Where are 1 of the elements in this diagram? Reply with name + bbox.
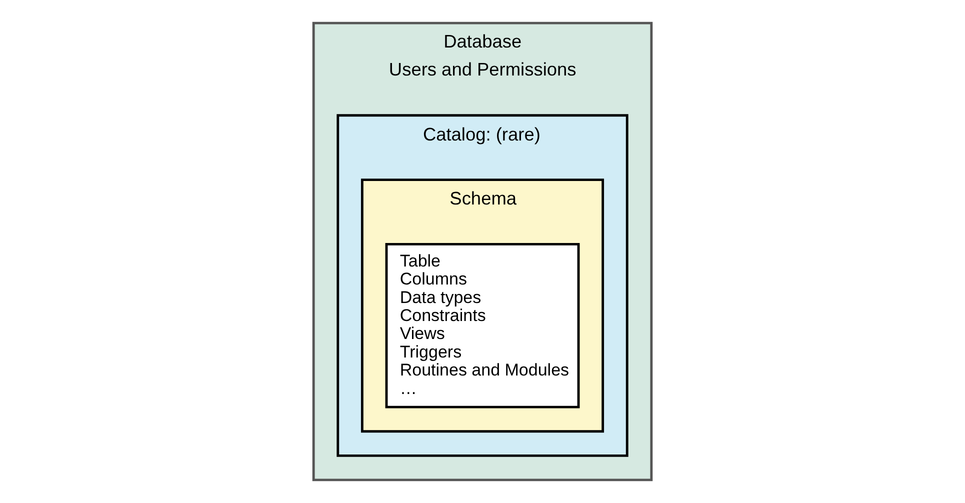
node-box: Table Columns Data types Constraints Views Triggers Routines and Modules … <box>385 243 580 408</box>
